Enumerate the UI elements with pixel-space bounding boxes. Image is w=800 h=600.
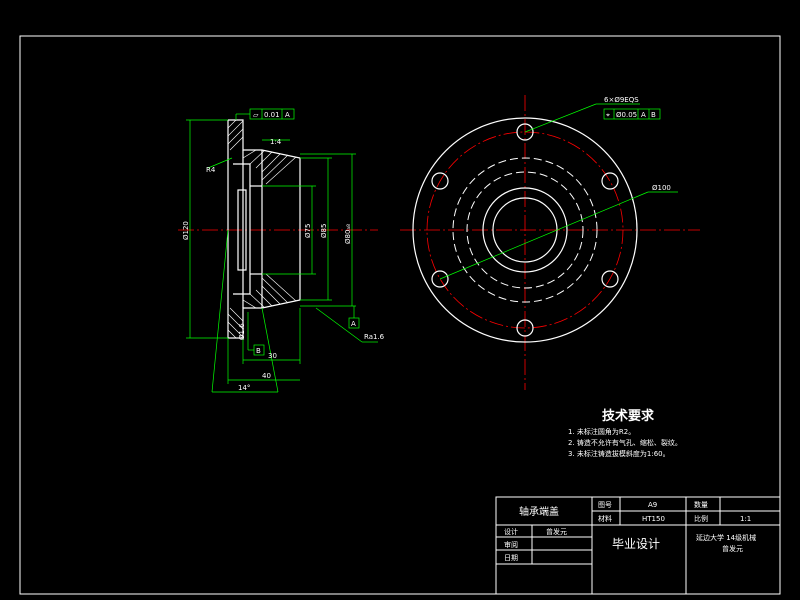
inner-bore-circle-1 xyxy=(482,187,568,273)
tech-req-title: 技术要求 xyxy=(602,408,655,424)
dia-120-label: Ø120 xyxy=(182,221,190,240)
dia-85-label: Ø85 xyxy=(320,224,328,238)
taper-label: 1:4 xyxy=(270,138,282,146)
bolt-hole-bottom xyxy=(516,319,534,337)
tech-requirements: 技术要求 1. 未标注圆角为R2。 2. 铸造不允许有气孔、缩松、裂纹。 3. … xyxy=(568,408,682,458)
bolt-hole-bottom-right xyxy=(601,270,619,288)
tb-part-name: 轴承端盖 xyxy=(519,505,559,518)
len-40-label: 40 xyxy=(262,372,271,380)
dia-80-label: Ø80ₐ₈ xyxy=(344,224,352,244)
tb-material-label: 材料 xyxy=(598,514,612,523)
tb-project: 毕业设计 xyxy=(612,537,660,551)
tb-date-label: 日期 xyxy=(504,554,518,562)
datum-a-box xyxy=(348,317,360,329)
datum-a-label: A xyxy=(351,320,356,328)
tb-drawing-no: A9 xyxy=(648,501,657,509)
tol-frame-box xyxy=(249,108,295,120)
holes-label: 6×Ø9EQS xyxy=(604,96,639,104)
tol-flatness-value: 0.01 xyxy=(264,111,280,119)
bolt-hole-top-left xyxy=(431,172,449,190)
tech-req-item-2: 2. 铸造不允许有气孔、缩松、裂纹。 xyxy=(568,438,682,447)
chamfer-label: Ø1.6 xyxy=(238,323,246,340)
tol-flatness-symbol: ▱ xyxy=(253,111,259,119)
tech-req-item-3: 3. 未标注铸造拔模斜度为1:60。 xyxy=(568,449,670,458)
position-value: Ø0.05 xyxy=(616,111,637,119)
bolt-hole-bottom-left xyxy=(431,270,449,288)
front-view: 6×Ø9EQS ⌖ Ø0.05 A B Ø100 xyxy=(400,95,700,390)
side-section-view: ▱ 0.01 A 1:4 R4 Ø120 Ø85 Ø75 Ø80ₐ₈ Ø1.6 … xyxy=(178,108,385,393)
tb-drawing-no-label: 图号 xyxy=(598,501,612,509)
tol-flatness-ref: A xyxy=(285,111,290,119)
tb-school-line2: 曾发元 xyxy=(722,544,743,553)
bolt-hole-top xyxy=(516,123,534,141)
len-30-label: 30 xyxy=(268,352,277,360)
radius-label: R4 xyxy=(206,166,216,174)
tb-scale: 1:1 xyxy=(740,515,751,523)
tb-material: HT150 xyxy=(642,515,665,523)
side-dimensions xyxy=(186,113,378,393)
dia-75-label: Ø75 xyxy=(304,224,312,238)
frame-border xyxy=(19,35,781,595)
tech-req-item-1: 1. 未标注圆角为R2。 xyxy=(568,427,635,436)
side-hatch xyxy=(227,119,297,339)
bolt-circle xyxy=(426,131,624,329)
datum-b-label: B xyxy=(256,347,261,355)
side-outline xyxy=(227,119,301,339)
position-ref2: B xyxy=(651,111,656,119)
outer-flange-circle xyxy=(412,117,638,343)
position-ref1: A xyxy=(641,111,646,119)
bolt-hole-top-right xyxy=(601,172,619,190)
tb-school-line1: 延边大学 14级机械 xyxy=(696,533,756,542)
tb-quantity-label: 数量 xyxy=(694,500,708,509)
tb-designer: 曾发元 xyxy=(546,527,567,536)
front-leaders xyxy=(439,103,678,280)
hidden-circle-mid xyxy=(466,171,584,289)
drawing-frame xyxy=(19,35,781,595)
hidden-circle-outer xyxy=(452,157,598,303)
title-block: 轴承端盖 图号 A9 数量 材料 HT150 比例 1:1 设计 曾发元 审阅 … xyxy=(495,496,781,595)
datum-b-box xyxy=(253,344,265,356)
tb-scale-label: 比例 xyxy=(694,514,708,523)
pcd-label: Ø100 xyxy=(652,184,671,192)
position-symbol: ⌖ xyxy=(606,111,610,119)
angle-14-label: 14° xyxy=(238,384,250,392)
tb-design-label: 设计 xyxy=(504,527,518,536)
position-frame-box xyxy=(603,108,661,120)
roughness-label: Ra1.6 xyxy=(364,333,385,341)
tb-review-label: 审阅 xyxy=(504,540,518,549)
